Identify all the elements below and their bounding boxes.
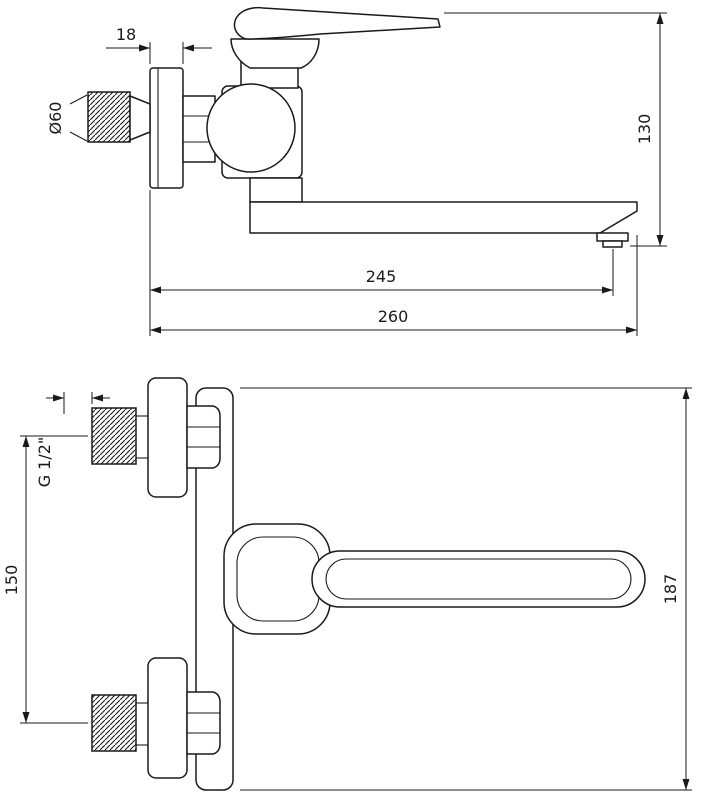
thread-pipe-bottom <box>91 694 137 752</box>
wall-plate-side <box>149 67 184 189</box>
aerator-housing <box>596 232 629 242</box>
dim-text-overall-height-side: 130 <box>635 114 654 145</box>
lever-arm-inner-contour <box>325 558 632 600</box>
cartridge-circle <box>206 83 296 173</box>
dim-text-flange-diameter: Ø60 <box>46 102 65 135</box>
dim-text-plate-depth: 18 <box>116 25 136 44</box>
dim-text-thread-size: G 1/2" <box>35 437 54 488</box>
lever-handle-side <box>233 6 441 40</box>
wall-flange-top <box>147 377 188 498</box>
thread-pipe-top <box>91 407 137 465</box>
aerator-tip <box>602 240 623 248</box>
spout-base <box>249 177 303 203</box>
spout-arm <box>249 201 638 234</box>
dim-text-overall-height-front: 187 <box>661 574 680 605</box>
mounting-nut-front-top <box>186 405 221 469</box>
thread-taper <box>129 95 151 141</box>
dim-text-connection-spacing: 150 <box>2 565 21 596</box>
handle-cap-side <box>230 38 320 69</box>
side-view: Ø60 18 130 245 260 <box>46 6 667 336</box>
lever-arm-front <box>311 550 646 608</box>
thread-connector-side <box>87 91 131 143</box>
wall-flange-bottom <box>147 657 188 779</box>
dia-leader-bottom <box>69 131 88 142</box>
front-view: G 1/2" 150 187 <box>2 377 692 791</box>
dim-text-spout-reach: 245 <box>366 267 397 286</box>
dia-leader-top <box>69 94 88 105</box>
dim-text-overall-reach: 260 <box>378 307 409 326</box>
mounting-nut-front-bottom <box>186 691 221 755</box>
